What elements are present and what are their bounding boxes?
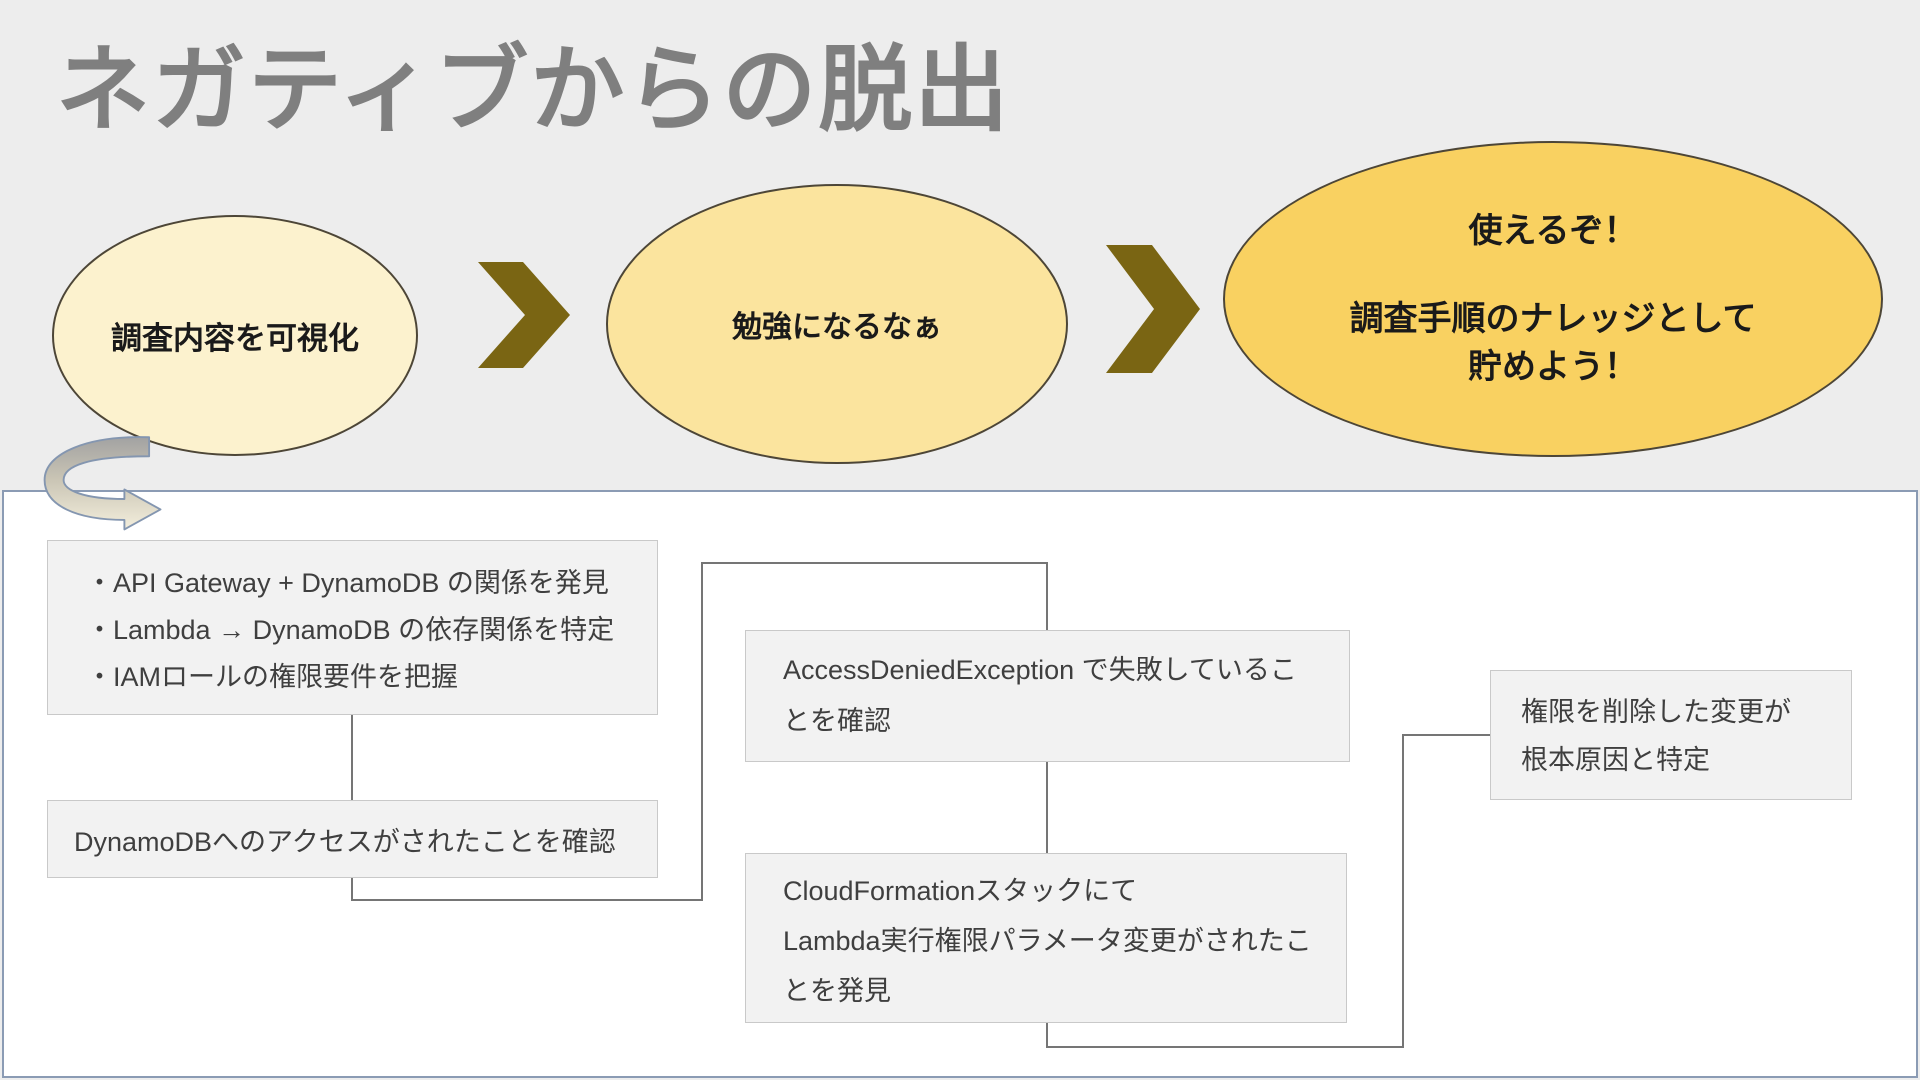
root-cause-line1: 権限を削除した変更が <box>1521 697 1791 727</box>
cloudformation-line2: Lambda実行権限パラメータ変更がされたこ <box>783 926 1312 956</box>
access-denied-line1: AccessDeniedException で失敗しているこ <box>783 655 1297 685</box>
cloudformation-box: CloudFormationスタックにて Lambda実行権限パラメータ変更がさ… <box>745 853 1347 1023</box>
stage-ellipse-knowledge-line2: 調査手順のナレッジとして <box>1349 300 1757 338</box>
root-cause-line2: 根本原因と特定 <box>1521 745 1710 775</box>
stage-ellipse-knowledge-line3: 貯めよう！ <box>1468 348 1638 386</box>
access-denied-line2: とを確認 <box>783 706 891 736</box>
access-denied-box: AccessDeniedException で失敗しているこ とを確認 <box>745 630 1350 762</box>
root-cause-box: 権限を削除した変更が 根本原因と特定 <box>1490 670 1852 800</box>
cloudformation-line1: CloudFormationスタックにて <box>783 876 1138 906</box>
stage-ellipse-learning: 勉強になるなぁ <box>606 184 1068 464</box>
stage-ellipse-learning-label: 勉強になるなぁ <box>732 311 942 344</box>
cloudformation-line3: とを発見 <box>783 976 891 1006</box>
stage-ellipse-visualize: 調査内容を可視化 <box>52 215 418 456</box>
page-title: ネガティブからの脱出 <box>56 37 1011 142</box>
stage-ellipse-knowledge: 使えるぞ！ 調査手順のナレッジとして 貯めよう！ <box>1223 141 1883 457</box>
findings-line-lambda: ・Lambda → DynamoDB の依存関係を特定 <box>86 615 615 645</box>
findings-line-api-gateway: ・API Gateway + DynamoDB の関係を発見 <box>86 568 609 598</box>
stage-ellipse-visualize-label: 調査内容を可視化 <box>111 321 359 356</box>
curved-arrow-icon <box>43 436 162 531</box>
chevron-right-icon <box>1106 245 1200 373</box>
findings-box: ・API Gateway + DynamoDB の関係を発見 ・Lambda →… <box>47 540 658 715</box>
findings-line-iam: ・IAMロールの権限要件を把握 <box>86 662 459 692</box>
dynamodb-access-text: DynamoDBへのアクセスがされたことを確認 <box>74 826 616 857</box>
dynamodb-access-box: DynamoDBへのアクセスがされたことを確認 <box>47 800 658 878</box>
stage-ellipse-knowledge-line1: 使えるぞ！ <box>1468 212 1638 250</box>
chevron-right-icon <box>478 262 570 368</box>
